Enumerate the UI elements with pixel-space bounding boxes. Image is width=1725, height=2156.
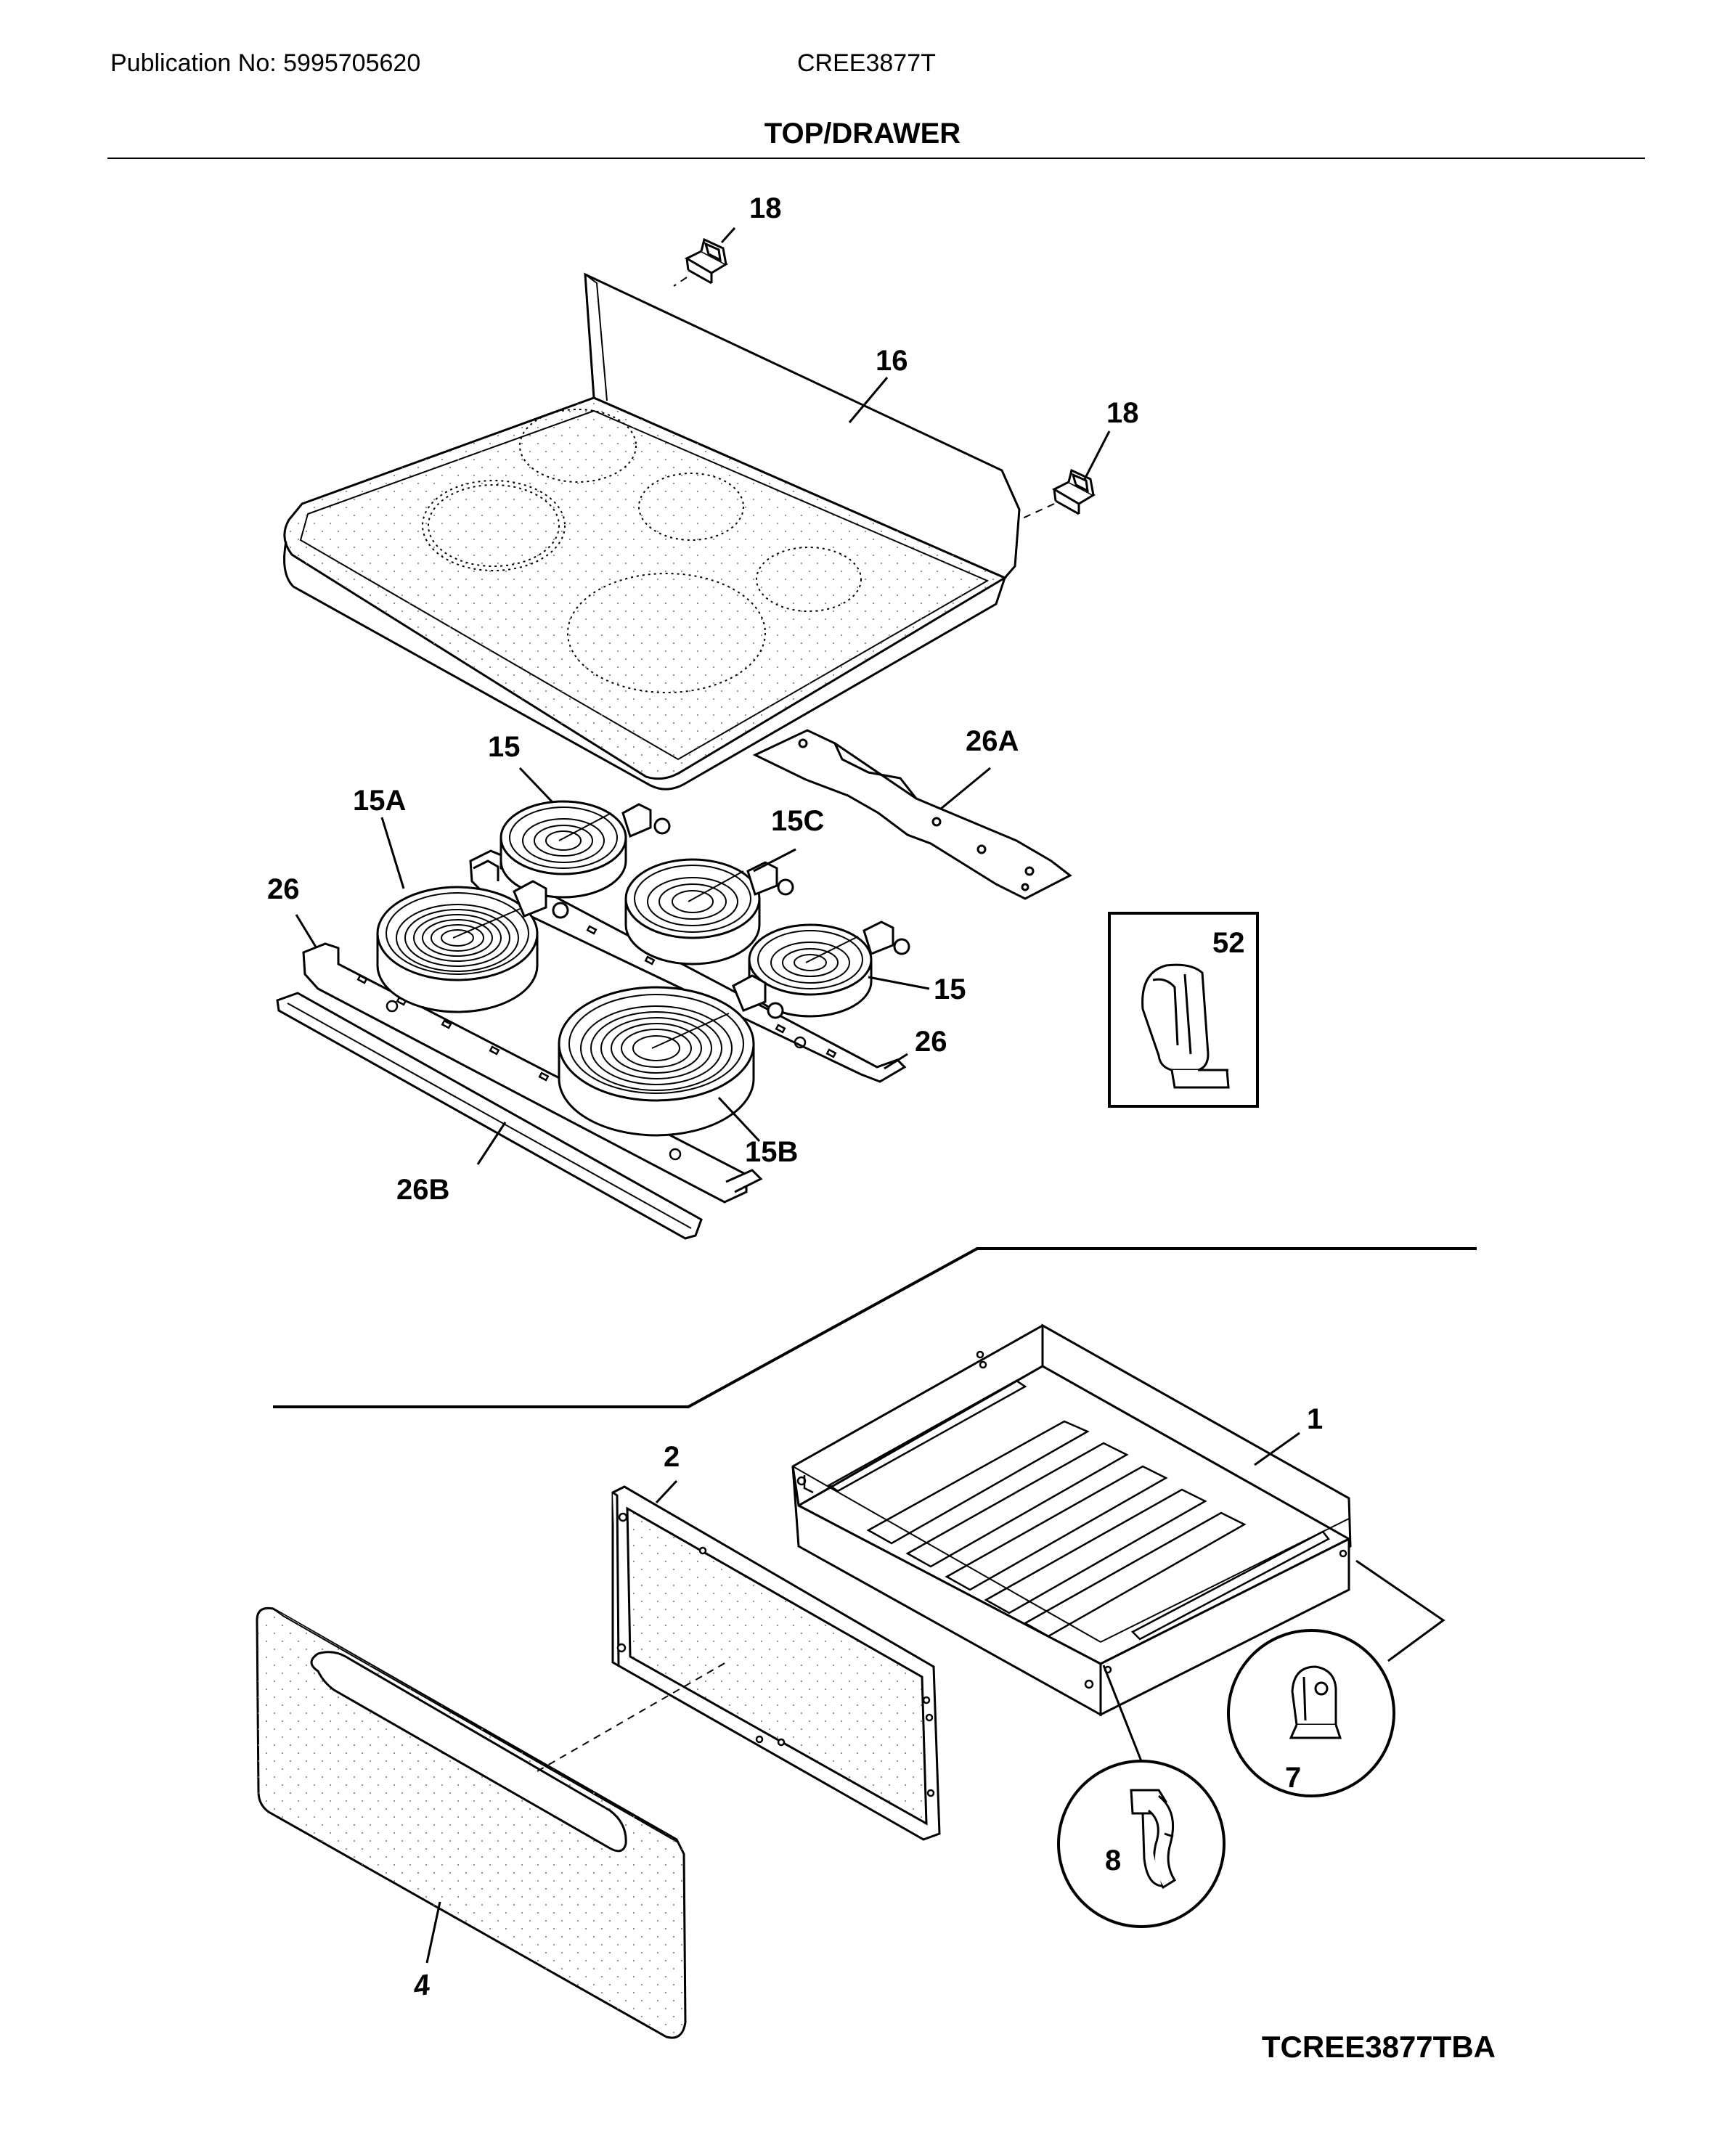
terminal-bracket-26A <box>752 729 1072 900</box>
cooktop-glass-16 <box>283 272 1021 791</box>
bracket-18-right <box>1051 468 1096 515</box>
alignment-lines <box>537 277 1055 1772</box>
model-number: CREE3877T <box>797 49 936 77</box>
radiant-element-15C <box>624 858 794 965</box>
radiant-element-15B <box>558 974 784 1137</box>
drawer-front-4 <box>256 1606 687 2039</box>
callout-7: 7 <box>1285 1762 1301 1794</box>
section-separator <box>273 1247 1477 1408</box>
publication-number: Publication No: 5995705620 <box>110 49 421 77</box>
callout-1: 1 <box>1307 1403 1323 1435</box>
drawing-number: TCREE3877TBA <box>1261 2030 1496 2064</box>
callout-15-back: 15 <box>488 731 521 763</box>
callout-26A: 26A <box>966 725 1019 757</box>
inset-circle-8 <box>1057 1760 1226 1928</box>
callout-16: 16 <box>876 345 908 377</box>
support-rail-26-left <box>302 942 763 1204</box>
inset-box-52 <box>1108 912 1259 1108</box>
inset-circle-7 <box>1227 1629 1395 1797</box>
callout-52: 52 <box>1212 927 1245 959</box>
callout-15C: 15C <box>771 805 824 837</box>
callout-26-left: 26 <box>267 873 300 905</box>
leader-lines <box>295 226 1445 1964</box>
callout-15A: 15A <box>353 785 406 817</box>
callout-2: 2 <box>664 1441 680 1473</box>
callout-15-right: 15 <box>934 973 966 1005</box>
section-title: TOP/DRAWER <box>764 118 961 150</box>
radiant-element-15-right <box>748 920 910 1018</box>
trim-strip-26B <box>276 992 703 1240</box>
bracket-18-left <box>684 237 729 285</box>
callout-18-left: 18 <box>749 192 782 224</box>
header-rule <box>107 158 1645 159</box>
radiant-element-15A <box>376 859 569 1013</box>
callout-26-right: 26 <box>915 1026 947 1058</box>
callout-4: 4 <box>411 1969 432 2003</box>
drawer-inner-panel-2 <box>611 1485 941 1841</box>
callout-18-right: 18 <box>1106 397 1139 429</box>
drawer-body-1 <box>791 1323 1352 1717</box>
callout-15B: 15B <box>745 1136 798 1168</box>
callout-26B: 26B <box>396 1174 449 1206</box>
callout-8: 8 <box>1105 1845 1121 1877</box>
